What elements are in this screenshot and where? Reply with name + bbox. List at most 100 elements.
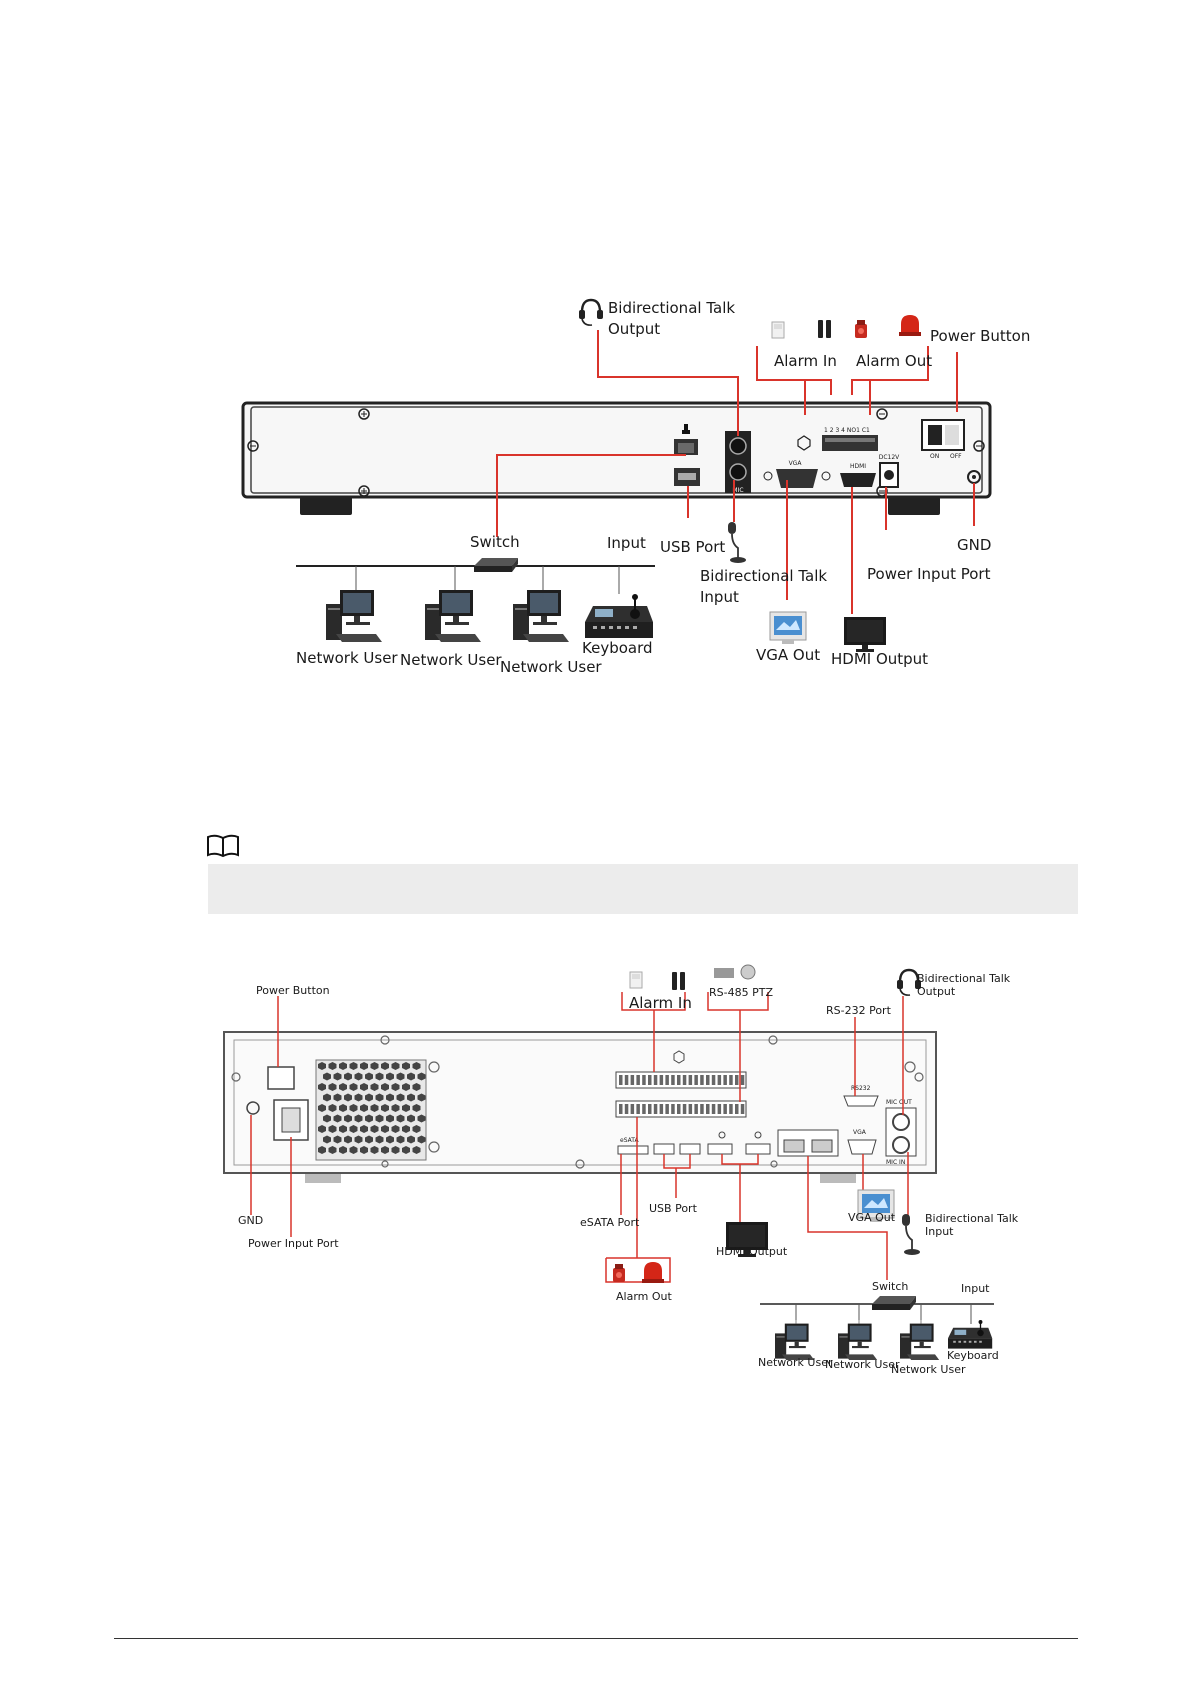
power-input-port-label-2: Power Input Port: [248, 1237, 339, 1250]
network-user-icon: [899, 1317, 940, 1361]
mic-out-text: MIC OUT: [886, 1099, 912, 1106]
siren-icon: [855, 320, 867, 338]
network-user-label-2-1: Network User: [758, 1356, 833, 1369]
vga-panel-text: VGA: [789, 460, 803, 467]
alarm-terminal-block: [822, 435, 878, 451]
callout-lines-1: [496, 330, 975, 614]
network-user-label-3: Network User: [500, 658, 602, 676]
siren-icon-2: [613, 1264, 625, 1282]
headset-icon: [577, 298, 605, 327]
ir-sensor-icon: [672, 972, 685, 990]
power-button-label-2: Power Button: [256, 984, 330, 997]
network-user-label-1: Network User: [296, 649, 398, 667]
switch-label: Switch: [470, 533, 520, 551]
on-text: ON: [930, 453, 939, 460]
off-text: OFF: [950, 453, 962, 460]
rs232-port: [843, 1095, 879, 1107]
hdmi-port-2b: [745, 1143, 771, 1155]
keyboard-label-2: Keyboard: [947, 1349, 999, 1362]
switch-label-2: Switch: [872, 1280, 908, 1293]
talk-output-label-2: Output: [608, 320, 660, 338]
switch-icon-2: [872, 1296, 916, 1310]
mic-in-jack-2: [892, 1136, 910, 1154]
talk-output-label-1: Bidirectional Talk: [608, 299, 735, 317]
network-user-icon: [837, 1317, 878, 1361]
power-switch: [921, 419, 965, 451]
network-user-icon: [774, 1317, 815, 1361]
hdmi-port-2a: [707, 1143, 733, 1155]
input-label: Input: [607, 534, 646, 552]
gnd-label-2: GND: [238, 1214, 263, 1227]
vga-out-label-2: VGA Out: [848, 1211, 896, 1224]
hdmi-output-label: HDMI Output: [831, 650, 928, 668]
door-sensor-icon: [629, 971, 643, 989]
terminal-pins: [619, 1075, 745, 1114]
vga-port-2: [847, 1139, 877, 1155]
screw-icon: [247, 408, 985, 497]
talk-output-label-2a: Bidirectional Talk: [917, 972, 1011, 985]
switch-icon: [474, 558, 518, 572]
esata-panel-text: eSATA: [620, 1137, 639, 1144]
hdmi-panel-text: HDMI: [850, 463, 866, 470]
network-user-icon: [325, 581, 383, 643]
network-user-label-2-3: Network User: [891, 1363, 966, 1376]
ir-sensor-icon: [818, 320, 831, 338]
footer-rule: [114, 1638, 1078, 1639]
hdmi-output-label-2: HDMI Output: [716, 1245, 788, 1258]
talk-input-label-2b: Input: [925, 1225, 954, 1238]
keyboard-icon-2: [947, 1319, 993, 1350]
usb-port-label-2: USB Port: [649, 1202, 698, 1215]
esata-port: [617, 1145, 649, 1155]
mic-text: MIC: [732, 487, 743, 494]
microphone-icon: [727, 521, 747, 564]
alarm-out-label: Alarm Out: [856, 352, 932, 370]
vga-out-label: VGA Out: [756, 646, 820, 664]
esata-port-label: eSATA Port: [580, 1216, 640, 1229]
rs232-panel-text: RS232: [851, 1085, 871, 1092]
usb-port-2b: [679, 1143, 701, 1155]
vga-monitor-icon: [769, 611, 807, 645]
rs232-port-label: RS-232 Port: [826, 1004, 892, 1017]
power-button-label: Power Button: [930, 327, 1030, 345]
network-user-label-2: Network User: [400, 651, 502, 669]
note-book-icon: [207, 834, 239, 858]
gnd-label: GND: [957, 536, 991, 554]
nvr-chassis-1: MIC VGA HDMI 1 2 3 4 NO1 C1 DC12V: [241, 401, 992, 515]
alarm-ports-text: 1 2 3 4 NO1 C1: [824, 427, 870, 434]
figure-2: eSATA RS232 VGA MIC OUT MIC IN: [223, 964, 1019, 1376]
figure-1: MIC VGA HDMI 1 2 3 4 NO1 C1 DC12V: [241, 298, 1030, 676]
talk-input-label-1: Bidirectional Talk: [700, 567, 827, 585]
nvr-chassis-2: eSATA RS232 VGA MIC OUT MIC IN: [223, 1031, 937, 1183]
mic-out-jack: [892, 1113, 910, 1131]
alarm-out-label-2: Alarm Out: [616, 1290, 672, 1303]
talk-input-label-2a: Bidirectional Talk: [925, 1212, 1019, 1225]
audio-out-jack: [729, 437, 747, 455]
door-sensor-icon: [771, 321, 785, 339]
mic-in-text: MIC IN: [886, 1159, 905, 1166]
usb-port-2a: [653, 1143, 675, 1155]
alarm-in-label-2: Alarm In: [629, 994, 692, 1012]
hdmi-port: [840, 473, 876, 487]
usb-port: [674, 468, 700, 486]
power-input-port-label: Power Input Port: [867, 565, 991, 583]
alarm-in-label: Alarm In: [774, 352, 837, 370]
network-port: [674, 424, 698, 455]
dc-panel-text: DC12V: [879, 454, 900, 461]
network-user-label-2-2: Network User: [825, 1358, 900, 1371]
ptz-camera-icon: [714, 964, 756, 980]
callout-lines-2: [250, 992, 909, 1283]
power-switch-2: [267, 1066, 295, 1090]
keyboard-icon: [584, 593, 654, 639]
network-user-icon: [424, 581, 482, 643]
rs485-ptz-label: RS-485 PTZ: [709, 986, 773, 999]
talk-output-label-2b: Output: [917, 985, 956, 998]
mic-in-jack: [729, 463, 747, 481]
microphone-icon-2: [901, 1213, 921, 1256]
vga-panel-text-2: VGA: [853, 1129, 867, 1136]
beacon-icon-2: [642, 1262, 664, 1283]
keyboard-label: Keyboard: [582, 639, 653, 657]
beacon-icon: [899, 315, 921, 336]
talk-input-label-2: Input: [700, 588, 739, 606]
network-user-icon: [512, 581, 570, 643]
